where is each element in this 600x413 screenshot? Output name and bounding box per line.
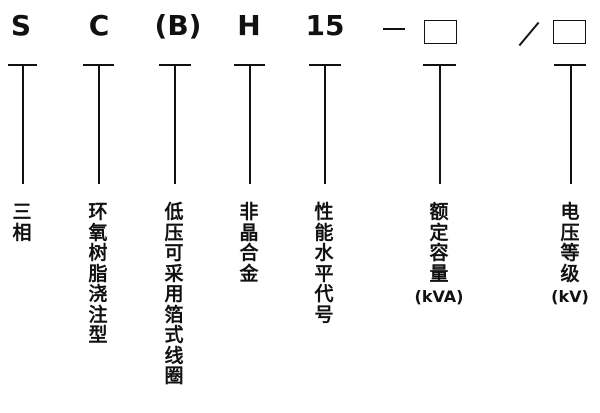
label-rated-capacity-unit: (kVA) <box>414 287 464 306</box>
label-three-phase: 三相 <box>12 201 32 244</box>
label-low-voltage-foil: 低压可采用箔式线圈 <box>164 201 184 387</box>
label-voltage-class-unit: (kV) <box>551 287 589 306</box>
leader-line-voltage <box>570 64 572 184</box>
capacity-placeholder-box <box>424 20 457 44</box>
slash-separator <box>518 21 540 47</box>
voltage-placeholder-box <box>553 20 586 44</box>
leader-line-capacity <box>439 64 441 184</box>
code-b: (B) <box>154 9 202 42</box>
dash-separator <box>383 28 405 30</box>
label-performance: 性能水平代号 <box>314 201 334 326</box>
label-non-crystalline: 非晶合金 <box>239 201 259 285</box>
label-rated-capacity: 额定容量 <box>429 201 449 285</box>
leader-line-15 <box>324 64 326 184</box>
code-s: S <box>10 9 32 42</box>
label-voltage-class: 电压等级 <box>560 201 580 285</box>
leader-line-c <box>98 64 100 184</box>
code-h: H <box>237 9 261 42</box>
code-15: 15 <box>305 9 345 42</box>
label-epoxy-cast: 环氧树脂浇注型 <box>88 201 108 346</box>
leader-line-h <box>249 64 251 184</box>
leader-line-s <box>22 64 24 184</box>
leader-line-b <box>174 64 176 184</box>
code-c: C <box>88 9 110 42</box>
